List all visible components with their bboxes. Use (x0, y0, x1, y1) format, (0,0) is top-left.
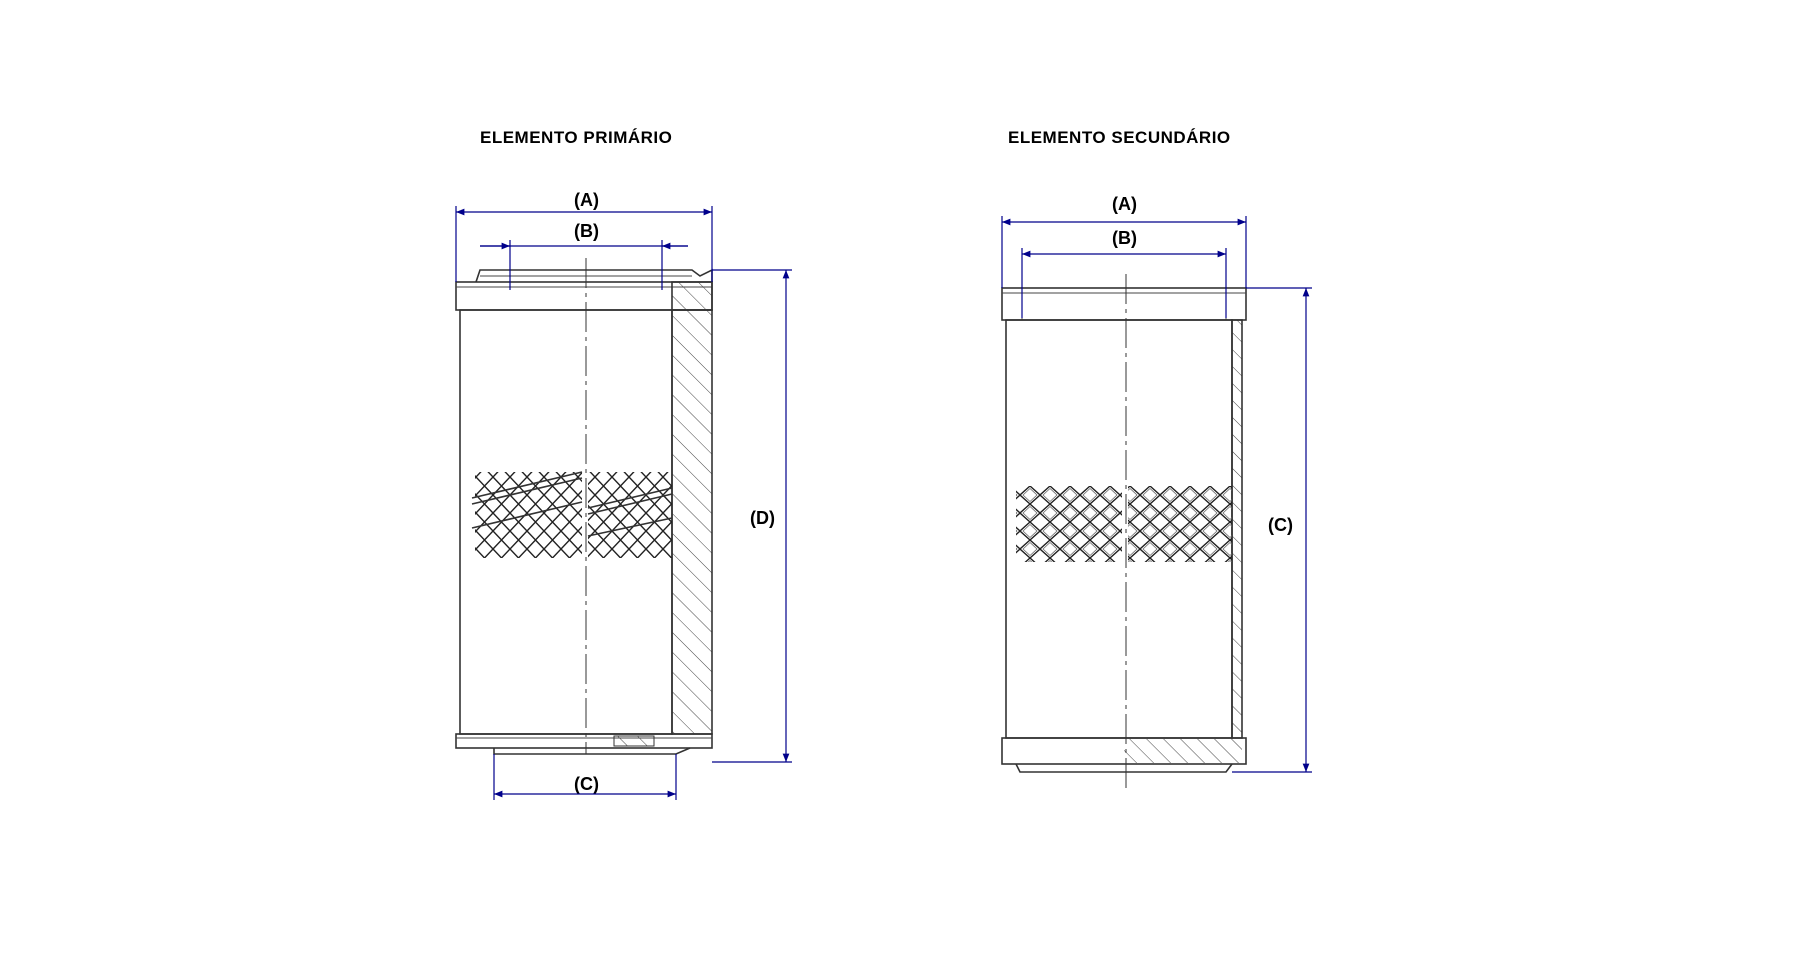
primary-element-drawing (455, 206, 792, 800)
primary-dim-a-label: (A) (574, 190, 599, 210)
primary-element-title: ELEMENTO PRIMÁRIO (480, 128, 673, 147)
secondary-element-title: ELEMENTO SECUNDÁRIO (1008, 128, 1231, 147)
primary-dim-d-label: (D) (750, 508, 775, 528)
secondary-dim-b-label: (B) (1112, 228, 1137, 248)
secondary-dim-a-label: (A) (1112, 194, 1137, 214)
secondary-element-drawing (1001, 216, 1312, 790)
primary-dim-c-label: (C) (574, 774, 599, 794)
secondary-dim-c-label: (C) (1268, 515, 1293, 535)
primary-dim-b-label: (B) (574, 221, 599, 241)
